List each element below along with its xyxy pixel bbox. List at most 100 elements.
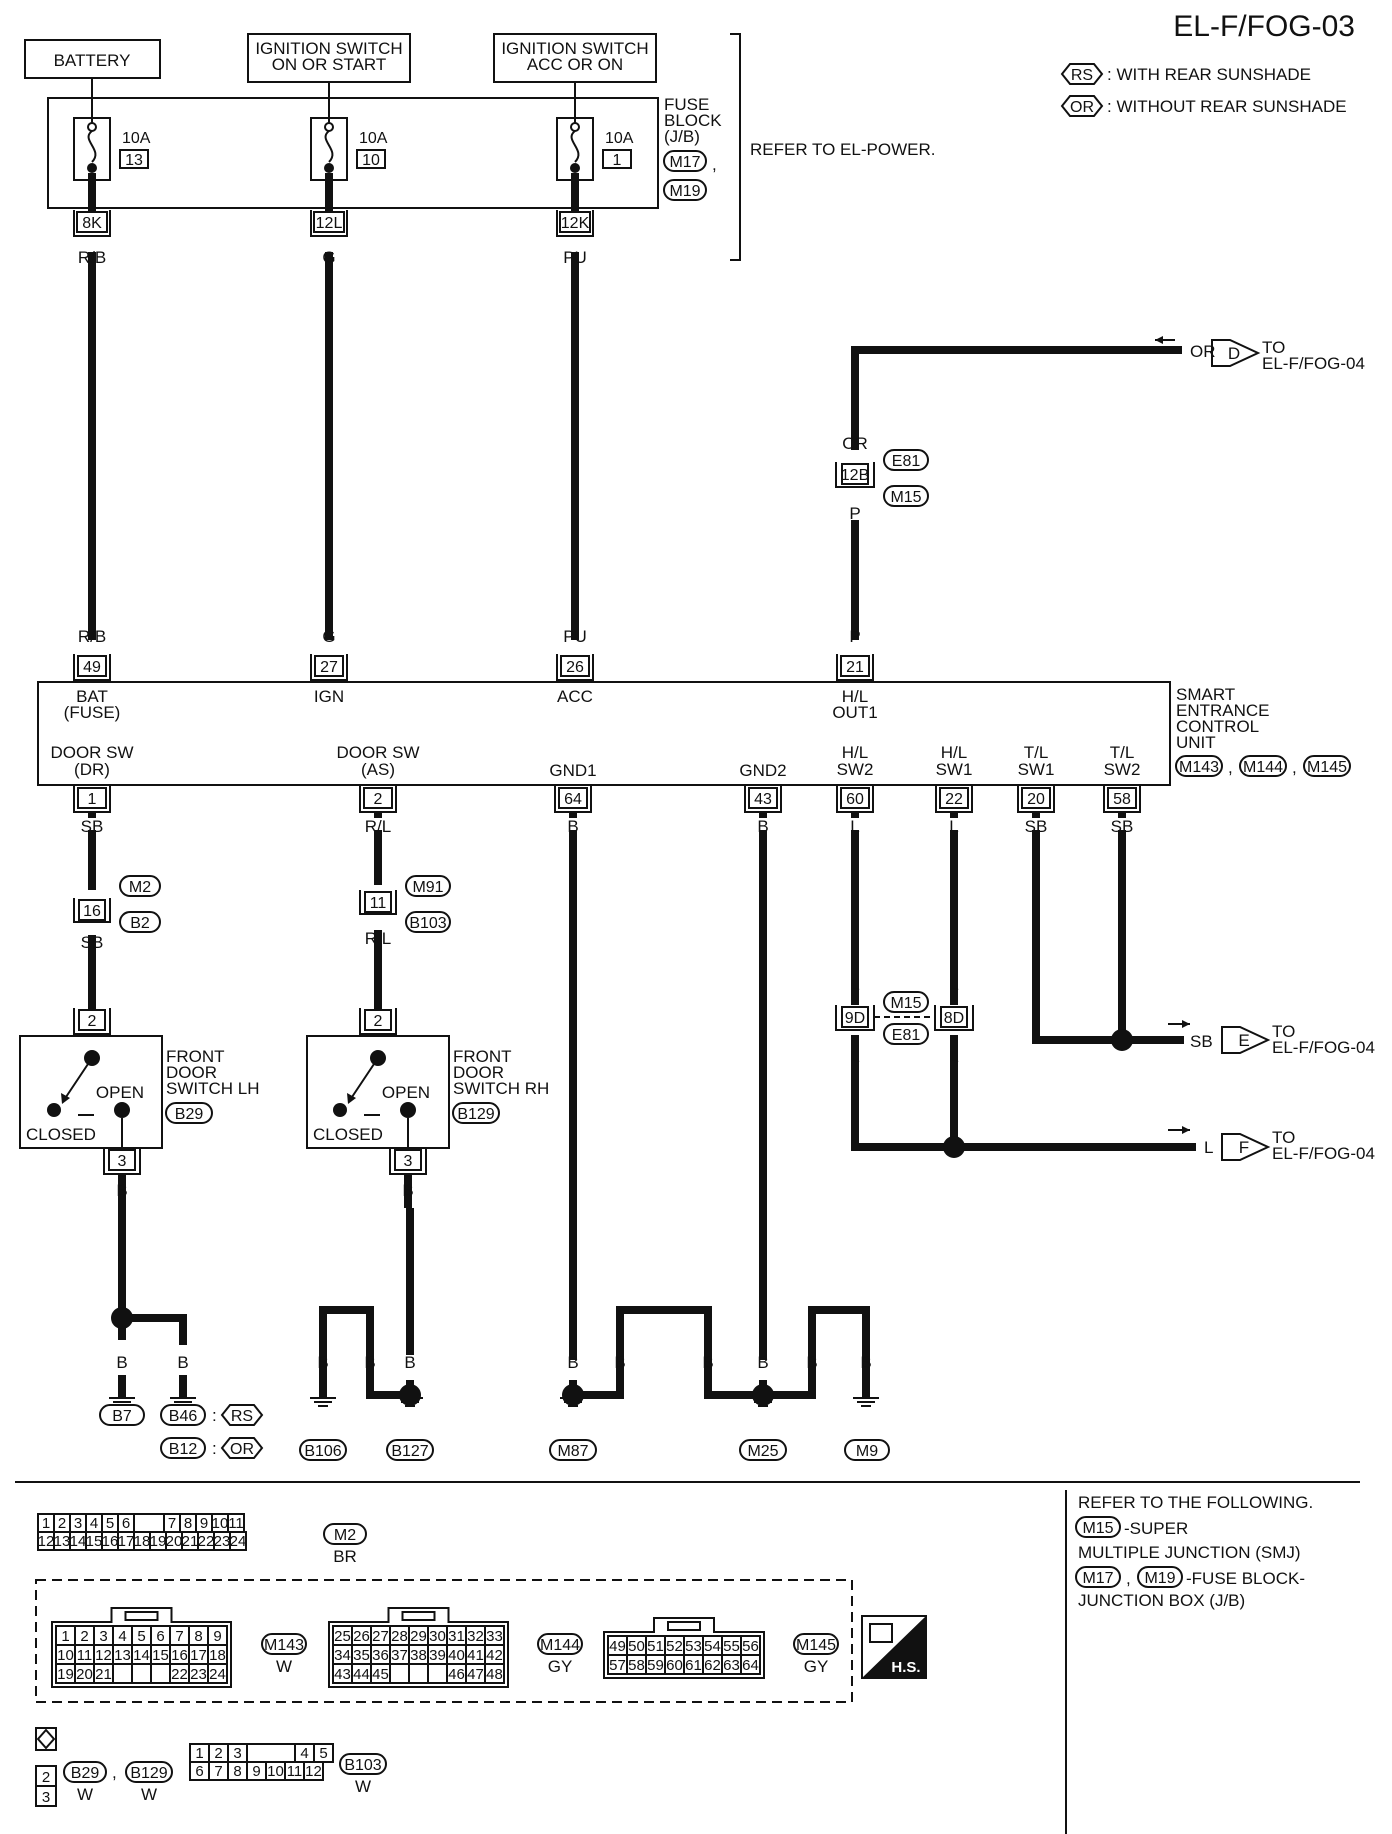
svg-text:PU: PU: [563, 627, 587, 646]
svg-text:6: 6: [195, 1763, 203, 1780]
svg-text:14: 14: [133, 1647, 150, 1664]
svg-text:7: 7: [175, 1628, 183, 1645]
svg-text:-SUPER: -SUPER: [1124, 1519, 1188, 1538]
svg-text:22: 22: [171, 1666, 188, 1683]
svg-text:26: 26: [566, 659, 584, 676]
svg-text:W: W: [355, 1777, 371, 1796]
svg-text:,: ,: [712, 155, 717, 174]
svg-text:22: 22: [198, 1533, 215, 1550]
junction-12b: OR 12B E81 M15 P: [835, 434, 929, 523]
power-source-battery: BATTERY: [24, 39, 161, 79]
svg-text:E81: E81: [892, 1027, 921, 1044]
svg-text:RS: RS: [231, 1408, 253, 1425]
svg-text:3: 3: [118, 1153, 127, 1170]
svg-text:M19: M19: [669, 183, 700, 200]
svg-text:57: 57: [609, 1657, 626, 1674]
svg-text:13: 13: [114, 1647, 131, 1664]
svg-text:,: ,: [1228, 758, 1233, 777]
svg-text:18: 18: [134, 1533, 151, 1550]
svg-text:B127: B127: [391, 1443, 428, 1460]
svg-text:5: 5: [137, 1628, 145, 1645]
svg-text:47: 47: [467, 1666, 484, 1683]
svg-text:B: B: [757, 817, 768, 836]
svg-text:63: 63: [723, 1657, 740, 1674]
svg-text:OR: OR: [230, 1441, 254, 1458]
svg-text:,: ,: [1292, 758, 1297, 777]
svg-text:R/L: R/L: [365, 817, 391, 836]
svg-text:BAT(FUSE): BAT(FUSE): [64, 687, 121, 722]
svg-text:38: 38: [410, 1647, 427, 1664]
svg-text:,: ,: [1126, 1569, 1131, 1588]
svg-text:2: 2: [80, 1628, 88, 1645]
svg-text:20: 20: [76, 1666, 93, 1683]
svg-text:40: 40: [448, 1647, 465, 1664]
svg-text:B: B: [404, 1353, 415, 1372]
svg-text:2: 2: [58, 1515, 66, 1532]
svg-text:DOOR SW(AS): DOOR SW(AS): [336, 743, 419, 779]
svg-text:B: B: [702, 1353, 713, 1372]
svg-text:33: 33: [486, 1628, 503, 1645]
svg-text:GY: GY: [804, 1657, 829, 1676]
svg-text:17: 17: [118, 1533, 135, 1550]
svg-text:13: 13: [54, 1533, 71, 1550]
svg-text:M91: M91: [412, 879, 443, 896]
fuse-number: 10: [362, 152, 380, 169]
svg-text:B: B: [116, 1353, 127, 1372]
svg-text:11: 11: [370, 895, 387, 912]
svg-text:9: 9: [213, 1628, 221, 1645]
svg-text:L: L: [1204, 1138, 1213, 1157]
svg-text:62: 62: [704, 1657, 721, 1674]
svg-text:9D: 9D: [845, 1010, 865, 1027]
svg-text:17: 17: [190, 1647, 207, 1664]
svg-text:12: 12: [38, 1533, 55, 1550]
svg-text:1: 1: [42, 1515, 50, 1532]
svg-text:23: 23: [214, 1533, 231, 1550]
unit-conns: M143 , M144 , M145: [1175, 755, 1351, 777]
svg-text:DOOR SW(DR): DOOR SW(DR): [50, 743, 133, 779]
offpage-d-letter: D: [1228, 344, 1240, 363]
svg-text:9: 9: [200, 1515, 208, 1532]
svg-text:43: 43: [754, 791, 772, 808]
svg-text:51: 51: [647, 1638, 664, 1655]
svg-text:M143: M143: [264, 1637, 304, 1654]
svg-text:2: 2: [42, 1769, 50, 1786]
refer-el-power: REFER TO EL-POWER.: [750, 140, 935, 159]
svg-text:P: P: [849, 627, 860, 646]
svg-text:6: 6: [156, 1628, 164, 1645]
svg-text:5: 5: [106, 1515, 114, 1532]
svg-text:4: 4: [118, 1628, 126, 1645]
svg-text::: :: [212, 1439, 217, 1458]
svg-text:L: L: [850, 1047, 859, 1066]
svg-text:B: B: [806, 1353, 817, 1372]
legend-rs-text: : WITH REAR SUNSHADE: [1107, 65, 1311, 84]
fuse-conn: 12K: [561, 215, 590, 232]
svg-text:B: B: [364, 1353, 375, 1372]
svg-text:16: 16: [171, 1647, 188, 1664]
svg-text:3: 3: [99, 1628, 107, 1645]
svg-text:M15: M15: [1082, 1520, 1113, 1537]
svg-text:2: 2: [374, 1013, 383, 1030]
svg-text:B: B: [317, 1353, 328, 1372]
svg-text:24: 24: [209, 1666, 226, 1683]
svg-text:B: B: [177, 1353, 188, 1372]
fuse-conn: 12L: [316, 215, 343, 232]
svg-text:R/B: R/B: [78, 627, 106, 646]
svg-text:8: 8: [233, 1763, 241, 1780]
svg-text:SB: SB: [1111, 817, 1134, 836]
junction-16: 16 M2 B2 SB: [73, 875, 161, 952]
svg-text:W: W: [276, 1657, 292, 1676]
svg-text:8: 8: [194, 1628, 202, 1645]
svg-text:44: 44: [353, 1666, 370, 1683]
